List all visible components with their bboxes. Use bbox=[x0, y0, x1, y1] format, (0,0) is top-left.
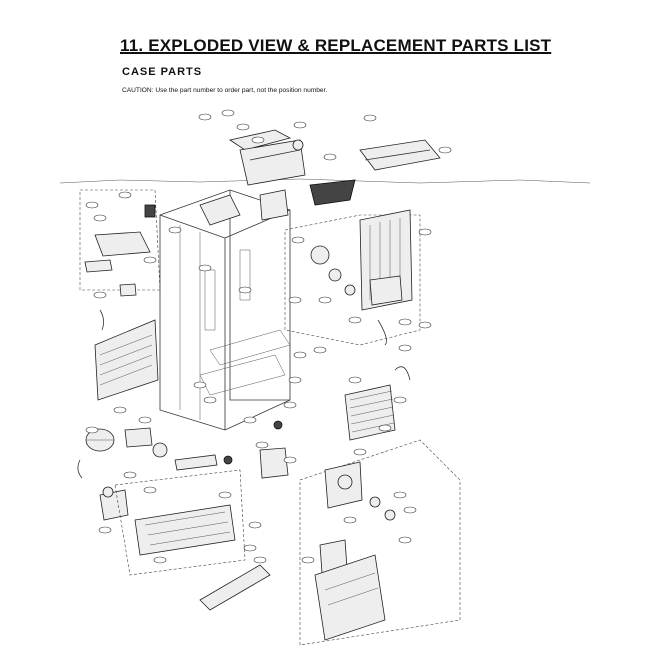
section-subtitle: CASE PARTS bbox=[122, 66, 203, 78]
small-parts-cluster bbox=[223, 420, 297, 479]
top-cover-assembly bbox=[292, 114, 452, 206]
evaporator-module bbox=[284, 209, 432, 352]
top-duct-assembly bbox=[198, 109, 306, 186]
compressor-assembly bbox=[77, 406, 168, 534]
caution-note: CAUTION: Use the part number to order pa… bbox=[122, 87, 328, 94]
main-cabinet bbox=[159, 189, 327, 431]
base-tray-assembly bbox=[114, 454, 262, 576]
front-grille bbox=[199, 544, 271, 611]
left-shelf-assembly bbox=[79, 189, 161, 299]
scan-tear-line bbox=[59, 178, 591, 184]
back-panel bbox=[94, 309, 159, 401]
page-title: 11. EXPLODED VIEW & REPLACEMENT PARTS LI… bbox=[120, 36, 552, 55]
condenser-coil bbox=[344, 366, 411, 441]
dispenser-module bbox=[299, 439, 461, 646]
